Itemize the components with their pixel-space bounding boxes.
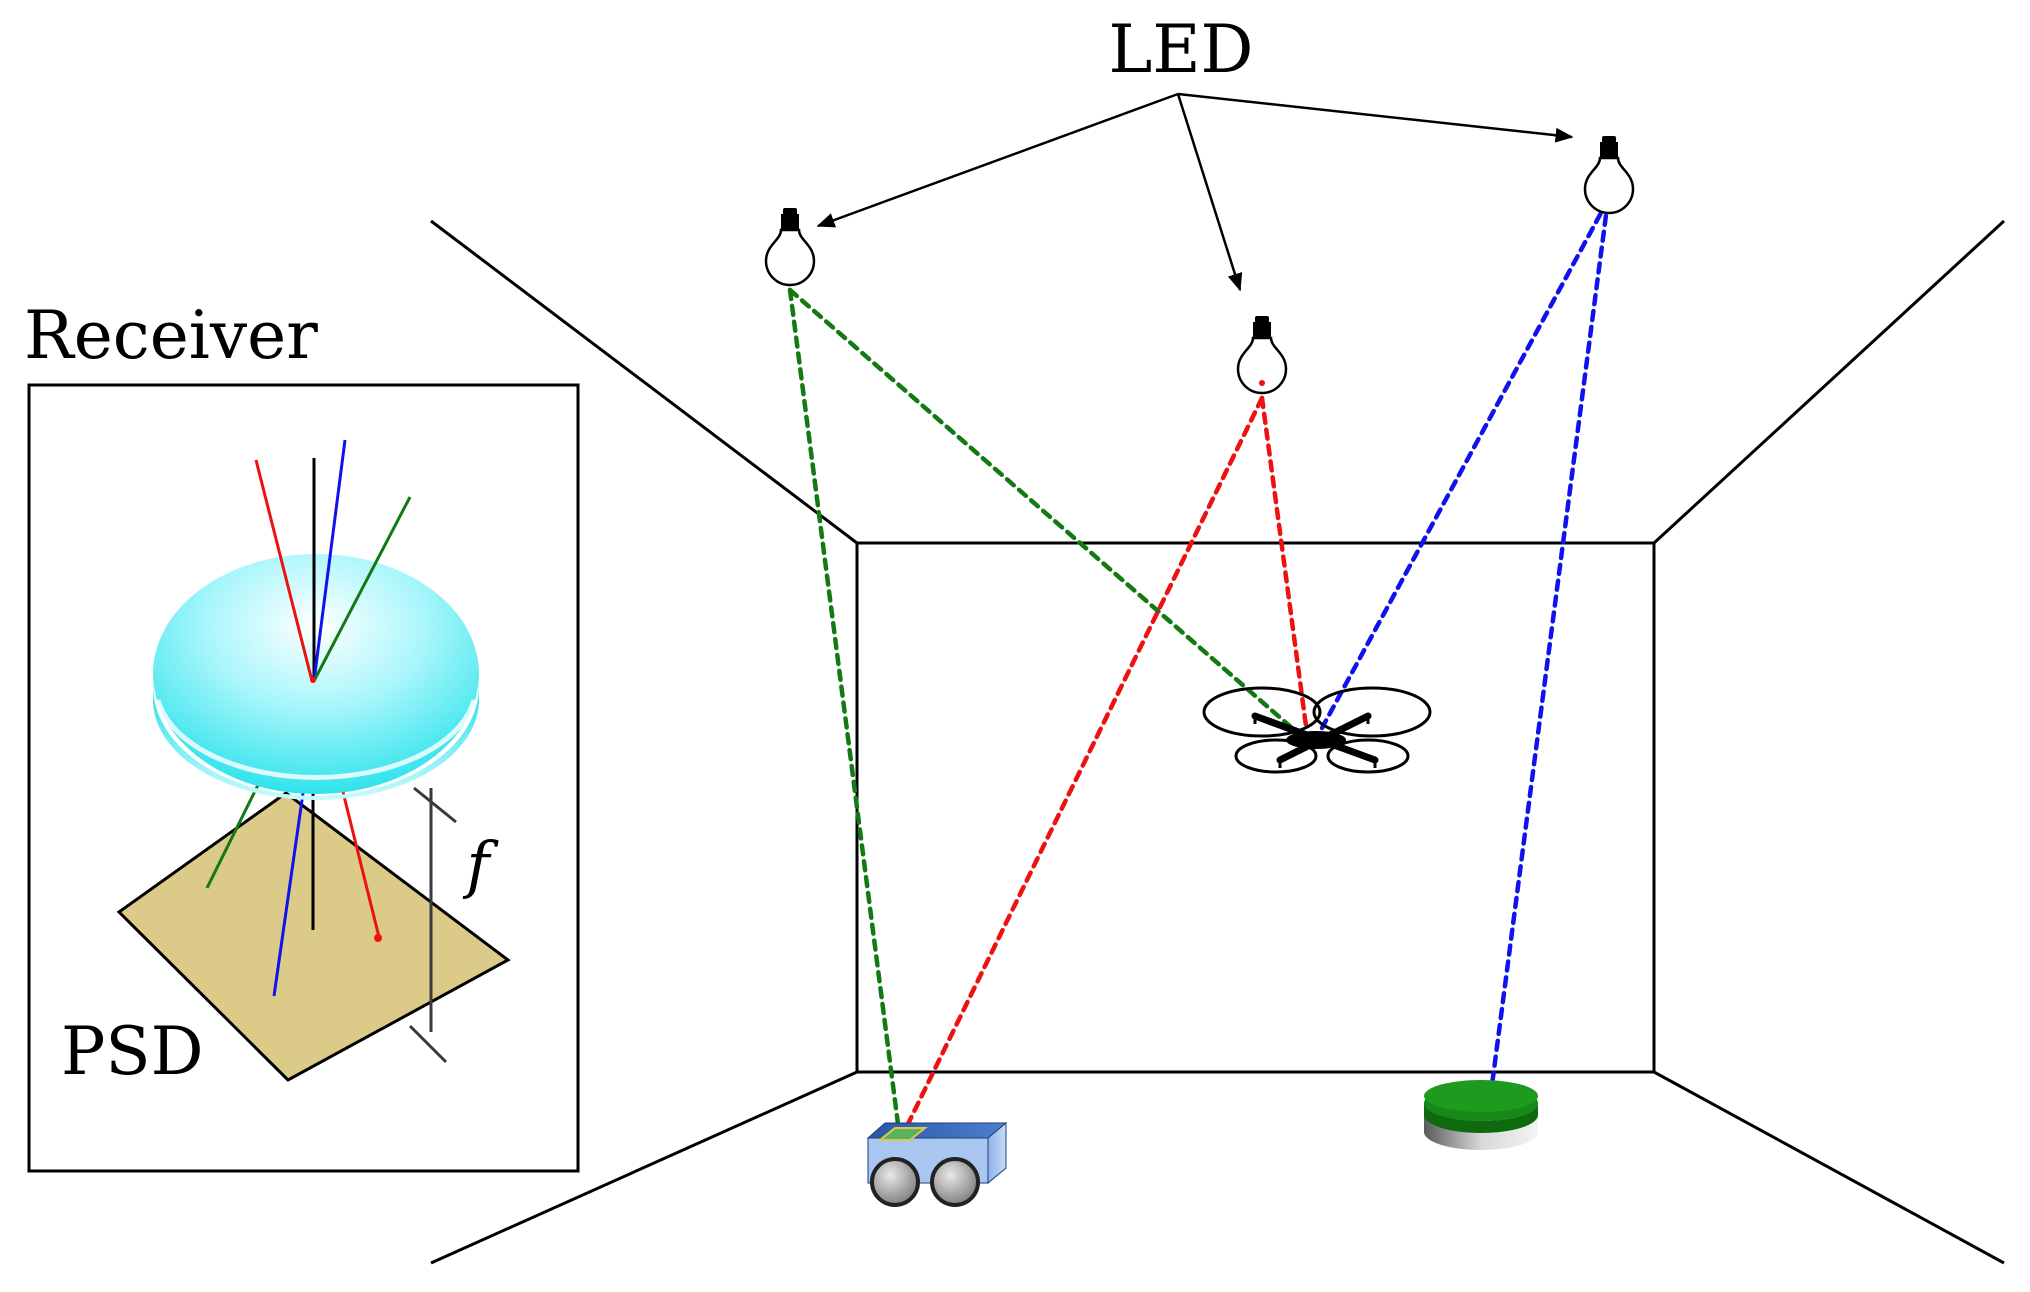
path-led2-drone [1259, 395, 1309, 729]
path-led3-platform [1487, 197, 1611, 1103]
psd-label: PSD [61, 1013, 204, 1090]
led-arrows [816, 92, 1574, 292]
led-bulb-center [1236, 316, 1288, 395]
path-led2-robot [905, 395, 1265, 1127]
receiver-optics: f PSD [61, 439, 511, 1090]
light-bulb-icon [1236, 316, 1288, 395]
ceiling-edge-right [1652, 219, 2006, 545]
floor-edge-right [1653, 1070, 2005, 1265]
receiver-title: Receiver [24, 297, 318, 374]
path-led3-drone [1319, 197, 1611, 731]
path-led1-robot [787, 287, 901, 1127]
led-bulb-left [764, 208, 816, 287]
light-paths [787, 197, 1611, 1127]
psd-plate [116, 791, 511, 1082]
floor-edge-left [430, 1070, 858, 1265]
focal-length-marker [408, 786, 457, 1064]
arrow-to-led-right [1177, 92, 1574, 143]
light-bulb-icon [1583, 136, 1635, 215]
ceiling-edge-left [430, 219, 858, 545]
led-bulb-right [1583, 136, 1635, 215]
room [430, 219, 2006, 1265]
back-wall [855, 541, 1656, 1074]
light-bulb-icon [764, 208, 816, 287]
rays-below-lens [205, 780, 381, 997]
quadcopter-icon [1202, 686, 1432, 774]
rays-above-lens [254, 439, 412, 682]
path-led1-drone [787, 287, 1295, 731]
led-label: LED [1109, 11, 1254, 88]
ground-robot-icon [866, 1121, 1008, 1207]
arrow-to-led-left [816, 92, 1179, 228]
round-platform-icon [1424, 1080, 1538, 1150]
arrow-to-led-center [1176, 93, 1243, 292]
